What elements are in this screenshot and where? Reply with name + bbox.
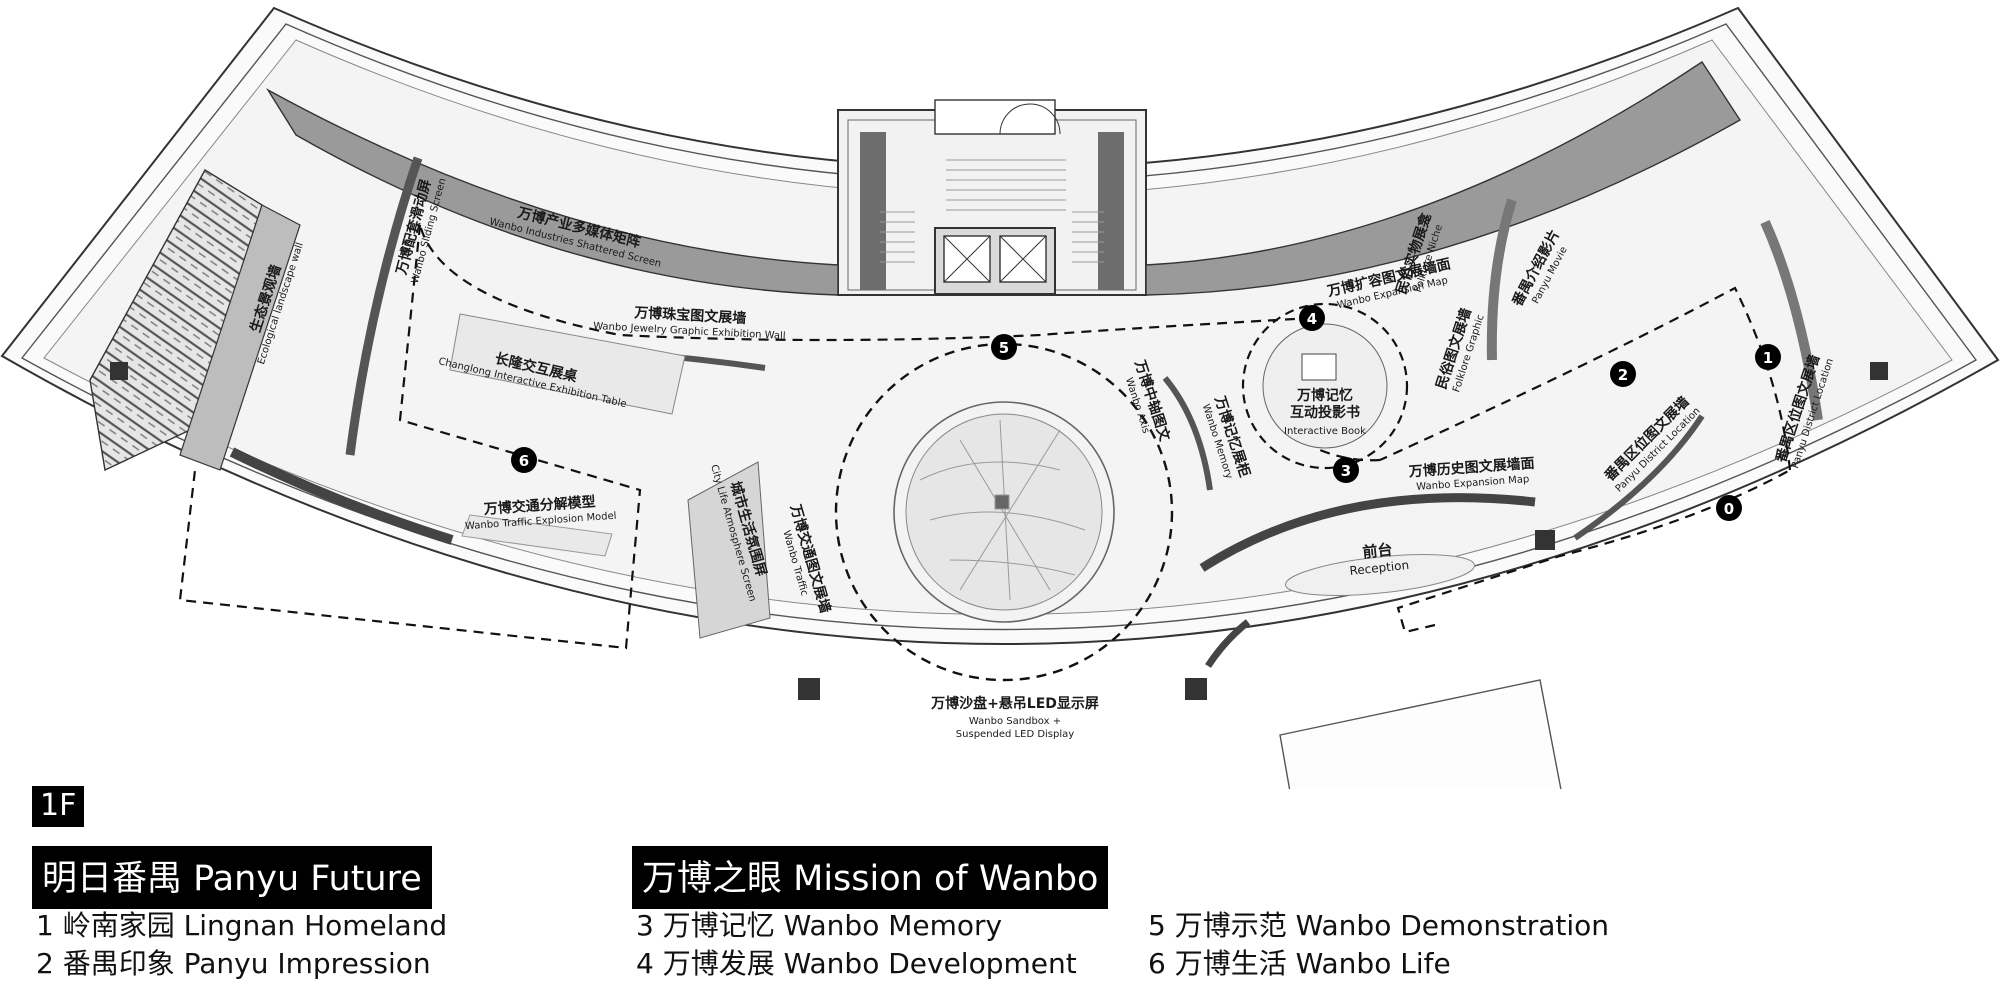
book-icon (1301, 353, 1337, 381)
floor-badge: 1F (32, 786, 85, 827)
svg-text:Reception: Reception (1349, 558, 1410, 578)
traffic-model-wall (229, 447, 454, 545)
route-marker-5: 5 (991, 334, 1017, 360)
legend-item-6: 6 万博生活 Wanbo Life (1148, 947, 1451, 980)
stair-core (837, 99, 1147, 296)
history-wall (1199, 493, 1536, 572)
building-inner-wall (20, 23, 1978, 631)
north-wall-band-east (1145, 61, 1741, 296)
svg-text:万博珠宝图文展墙: 万博珠宝图文展墙 (633, 304, 747, 327)
district-wall (1573, 414, 1705, 541)
legend-item-5: 5 万博示范 Wanbo Demonstration (1148, 909, 1610, 942)
svg-text:2: 2 (1618, 366, 1628, 384)
svg-text:Interactive Book: Interactive Book (1284, 426, 1366, 437)
section-title-mission-of-wanbo: 万博之眼 Mission of Wanbo (632, 846, 1109, 909)
route-marker-1: 1 (1755, 344, 1781, 370)
interactive-book-table (1262, 323, 1388, 449)
reception-desk (1285, 554, 1475, 596)
changlong-table (449, 313, 686, 415)
route-marker-6: 6 (511, 447, 537, 473)
column (110, 362, 128, 380)
floor-plan: 0 1 2 3 4 5 6 生态景观墙 Ecological landscape… (0, 6, 2000, 789)
label-sandbox: 万博沙盘+悬吊LED显示屏 Wanbo Sandbox + Suspended … (930, 695, 1099, 740)
route-marker-0: 0 (1716, 495, 1742, 521)
svg-text:前台: 前台 (1362, 541, 1394, 562)
city-life-screen (687, 461, 771, 639)
svg-text:4: 4 (1307, 310, 1317, 328)
west-partition (179, 204, 301, 471)
reception-wall-lower (1205, 619, 1251, 668)
svg-text:Wanbo Sandbox +: Wanbo Sandbox + (969, 716, 1061, 727)
ecological-wall-zone (89, 169, 263, 472)
traffic-model-table (461, 514, 613, 557)
column (1185, 678, 1207, 700)
sandbox-map (905, 413, 1103, 611)
east-wall (1760, 219, 1823, 421)
svg-text:0: 0 (1724, 500, 1734, 518)
svg-text:3: 3 (1341, 462, 1351, 480)
svg-text:互动投影书: 互动投影书 (1290, 404, 1360, 421)
svg-text:Suspended LED Display: Suspended LED Display (956, 729, 1074, 740)
route-marker-2: 2 (1610, 361, 1636, 387)
label-interactive-book: 万博记忆 互动投影书 Interactive Book (1284, 387, 1366, 437)
svg-text:1: 1 (1763, 349, 1773, 367)
legend-item-3: 3 万博记忆 Wanbo Memory (636, 909, 1003, 942)
entrance-porch (1279, 679, 1562, 789)
axis-wall (1162, 376, 1213, 491)
svg-text:6: 6 (519, 452, 529, 470)
route-marker-4: 4 (1299, 305, 1325, 331)
interactive-book-ring (1241, 302, 1409, 470)
legend-item-1: 1 岭南家园 Lingnan Homeland (36, 909, 448, 942)
label-reception: 前台 Reception (1349, 541, 1410, 579)
sandbox-map-texture (919, 419, 1086, 601)
svg-text:万博沙盘+悬吊LED显示屏: 万博沙盘+悬吊LED显示屏 (930, 695, 1099, 712)
legend-item-2: 2 番禺印象 Panyu Impression (36, 947, 431, 980)
column (1870, 362, 1888, 380)
svg-text:5: 5 (999, 339, 1009, 357)
sliding-screen-wall (345, 156, 423, 456)
movie-wall (1486, 198, 1517, 361)
column (798, 678, 820, 700)
route-marker-3: 3 (1333, 457, 1359, 483)
section-title-panyu-future: 明日番禺 Panyu Future (32, 846, 432, 909)
column (1535, 530, 1555, 550)
legend-item-4: 4 万博发展 Wanbo Development (636, 947, 1077, 980)
visitor-route (178, 224, 1792, 650)
north-wall-band (265, 88, 839, 296)
svg-text:万博记忆: 万博记忆 (1296, 387, 1353, 404)
